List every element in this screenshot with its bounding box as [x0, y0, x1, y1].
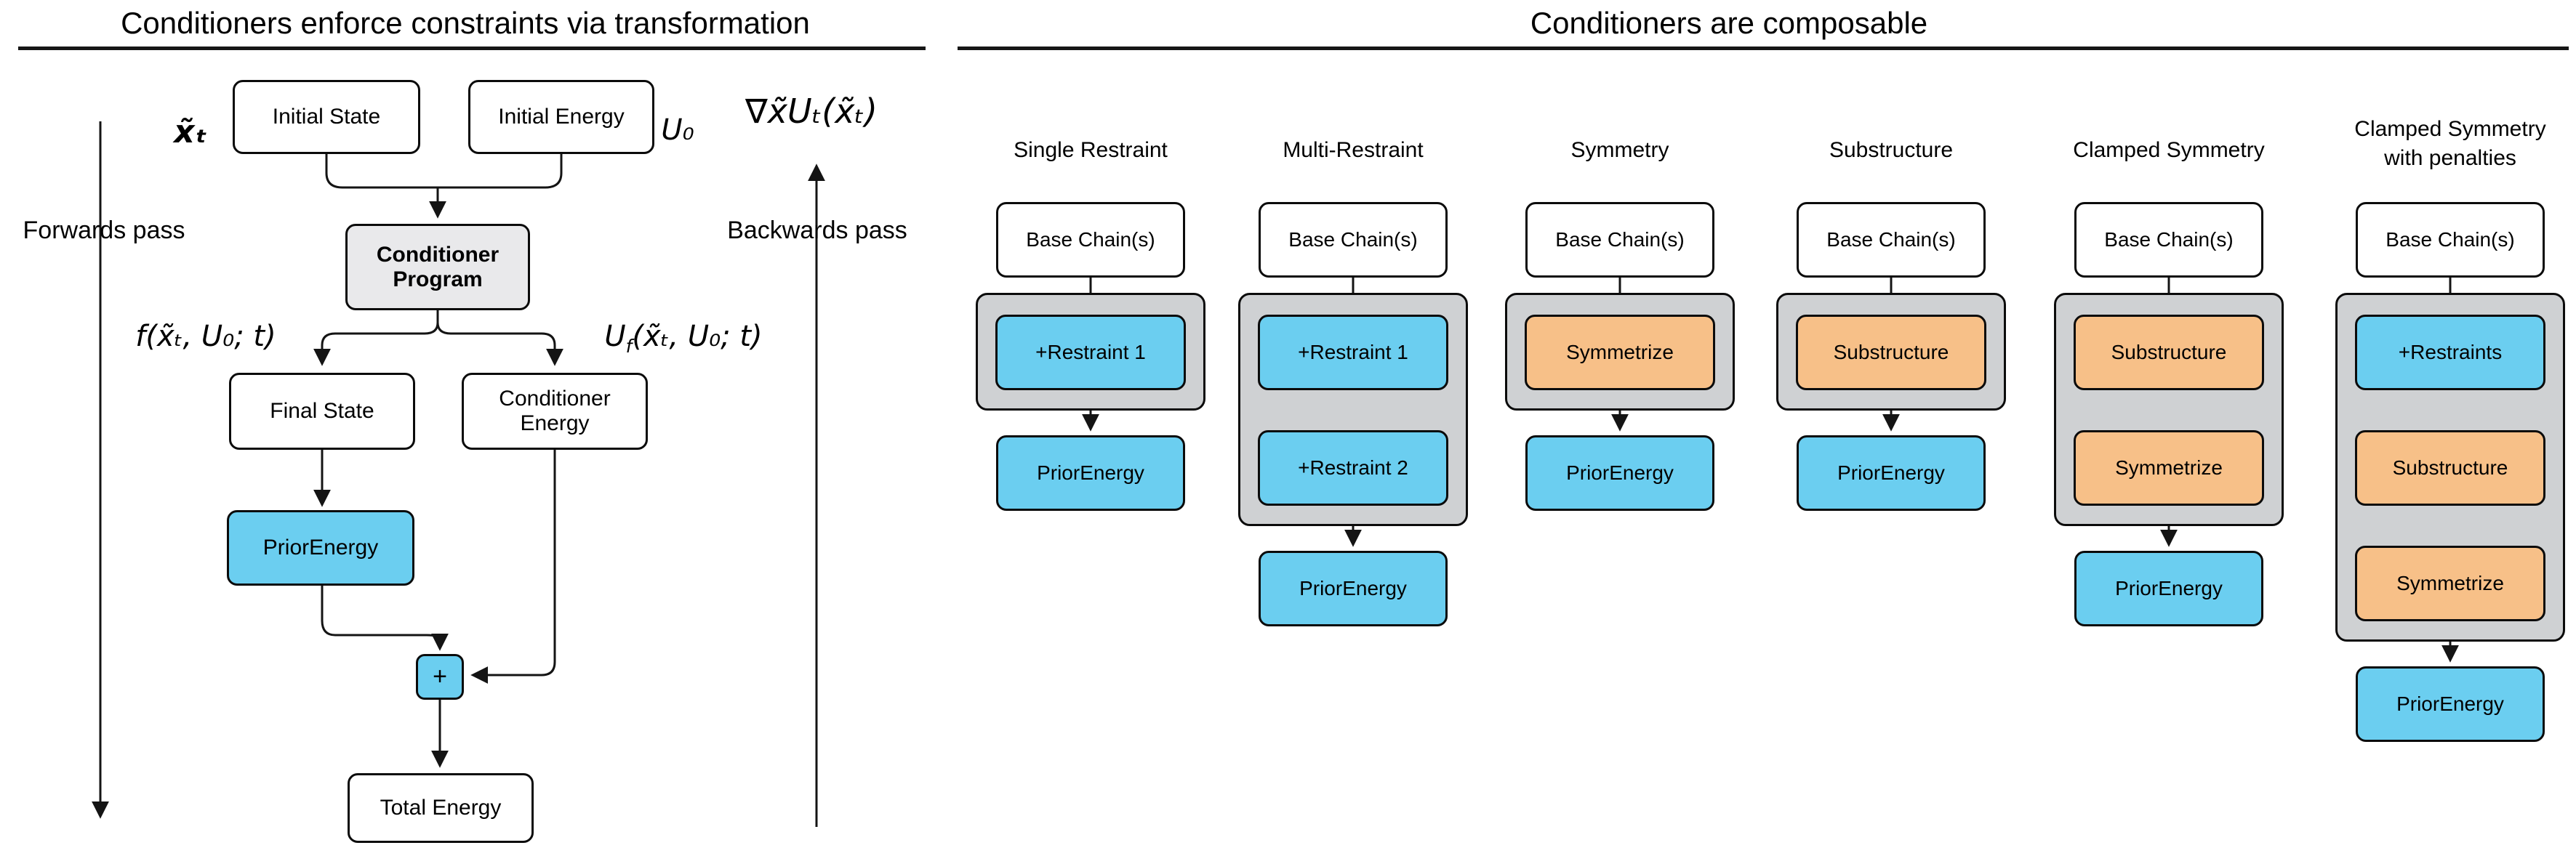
- math-uf-rest: (x̃ₜ, U₀; t): [632, 320, 763, 353]
- backwards-pass-label: Backwards pass: [727, 217, 907, 244]
- initial-state-box: Initial State: [233, 80, 420, 154]
- math-f-label: f(x̃ₜ, U₀; t): [135, 320, 276, 353]
- conditioner-node: +Restraint 2: [1258, 430, 1448, 506]
- conditioner-node: +Restraint 1: [1258, 315, 1448, 390]
- prior-energy-box-left: PriorEnergy: [227, 510, 414, 586]
- column-header-multi-restraint: Multi-Restraint: [1283, 138, 1424, 162]
- right-panel-rule: [958, 47, 2569, 50]
- column-header-line2: with penalties: [2384, 146, 2516, 170]
- math-gradient-label: ∇x̃Uₜ(x̃ₜ): [745, 92, 878, 131]
- column-header-symmetry: Symmetry: [1570, 138, 1669, 162]
- conditioner-energy-line2: Energy: [520, 411, 590, 435]
- conditioner-node: Symmetrize: [1525, 315, 1715, 390]
- conditioner-energy-box: Conditioner Energy: [462, 373, 648, 450]
- column-header-line1: Clamped Symmetry: [2354, 117, 2546, 141]
- conditioner-energy-line1: Conditioner: [499, 387, 611, 411]
- conditioner-node: +Restraints: [2355, 315, 2545, 390]
- conditioner-node: Substructure: [2355, 430, 2545, 506]
- prior-energy-box: PriorEnergy: [1259, 551, 1448, 626]
- conditioner-node: Substructure: [1796, 315, 1986, 390]
- priorenergy-plus-arrow: [321, 586, 449, 651]
- prior-energy-box: PriorEnergy: [996, 435, 1185, 511]
- column-header-substructure: Substructure: [1829, 138, 1954, 162]
- split-left-arrow: [313, 322, 439, 366]
- prior-energy-box: PriorEnergy: [1525, 435, 1714, 511]
- math-uf-base: U: [604, 320, 626, 353]
- math-uf-sub: f: [625, 336, 633, 357]
- initial-energy-box: Initial Energy: [468, 80, 654, 154]
- final-state-box: Final State: [229, 373, 415, 450]
- merge-connector-right: [438, 154, 563, 189]
- conditioner-node: +Restraint 1: [995, 315, 1186, 390]
- plus-node: +: [416, 654, 464, 700]
- prior-energy-box: PriorEnergy: [1797, 435, 1986, 511]
- base-chains-box: Base Chain(s): [1797, 202, 1986, 278]
- math-u0-label: U₀: [661, 113, 694, 147]
- conditioner-node: Substructure: [2074, 315, 2264, 390]
- base-chains-box: Base Chain(s): [1525, 202, 1714, 278]
- base-chains-box: Base Chain(s): [1259, 202, 1448, 278]
- prior-energy-box: PriorEnergy: [2356, 666, 2545, 742]
- conditioner-program-box: Conditioner Program: [345, 224, 530, 310]
- left-panel-title: Conditioners enforce constraints via tra…: [121, 6, 810, 40]
- conditioner-program-line2: Program: [393, 267, 483, 291]
- base-chains-box: Base Chain(s): [996, 202, 1185, 278]
- base-chains-box: Base Chain(s): [2074, 202, 2263, 278]
- prior-energy-box: PriorEnergy: [2074, 551, 2263, 626]
- merge-connector-left: [325, 154, 438, 189]
- total-energy-box: Total Energy: [348, 773, 534, 843]
- column-header-single-restraint: Single Restraint: [1014, 138, 1168, 162]
- forwards-pass-label: Forwards pass: [23, 217, 185, 244]
- base-chains-box: Base Chain(s): [2356, 202, 2545, 278]
- column-header-clamped-symmetry-penalties: Clamped Symmetry with penalties: [2298, 115, 2576, 173]
- right-panel-title: Conditioners are composable: [1530, 6, 1928, 40]
- conditioner-node: Symmetrize: [2355, 546, 2545, 621]
- conditionerenergy-plus-arrow: [470, 450, 556, 684]
- column-header-clamped-symmetry: Clamped Symmetry: [2073, 138, 2265, 162]
- conditioner-program-line1: Conditioner: [376, 242, 499, 267]
- left-panel-rule: [18, 47, 926, 50]
- split-right-arrow: [436, 322, 563, 366]
- math-uf-label: Uf(x̃ₜ, U₀; t): [571, 320, 796, 357]
- math-xt-label: x̃ₜ: [174, 113, 207, 150]
- conditioner-node: Symmetrize: [2074, 430, 2264, 506]
